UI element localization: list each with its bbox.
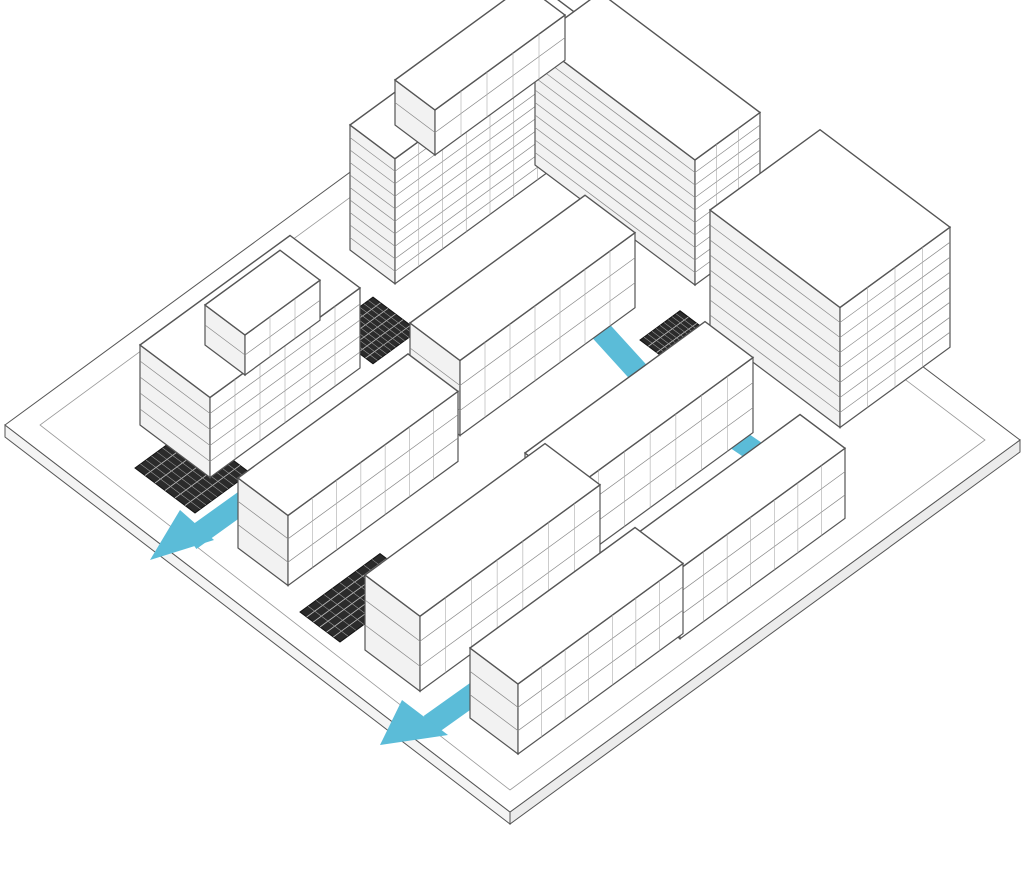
building-roof: [393, 0, 567, 111]
buildings: [138, 0, 952, 756]
floor-line: [709, 314, 951, 413]
building-roof: [708, 128, 952, 309]
row-building: [363, 442, 602, 693]
floor-line: [394, 37, 566, 133]
floor-line: [709, 284, 951, 383]
row-building: [468, 526, 685, 756]
row-building: [236, 353, 460, 587]
building-roof: [468, 526, 685, 685]
l-shaped-tower: [393, 0, 567, 157]
parking-stall-line: [368, 300, 414, 335]
building-roof: [408, 194, 637, 362]
arrow-head-bottom: [380, 700, 448, 745]
building-roof: [363, 442, 602, 618]
parking-stall-line: [156, 451, 218, 498]
floor-line: [349, 107, 586, 247]
parking-stall-line: [363, 303, 410, 338]
left-tower: [203, 249, 322, 377]
parking-stall-line: [151, 455, 212, 502]
arrow-head-left: [150, 510, 214, 560]
building-roof: [203, 249, 322, 336]
right-tower: [708, 128, 952, 429]
parking-stall-line: [162, 447, 223, 494]
parking-stall-line: [307, 605, 349, 637]
building-roof: [533, 0, 762, 161]
floor-line: [349, 57, 586, 197]
building-roof: [236, 353, 460, 517]
floor-line: [469, 609, 684, 732]
floor-line: [349, 94, 586, 235]
floor-line: [709, 254, 951, 353]
floor-line: [709, 269, 951, 368]
floor-line: [349, 119, 586, 260]
parking-stall-line: [140, 463, 201, 510]
floor-line: [237, 437, 459, 563]
parking-stall-line: [354, 310, 401, 345]
floor-line: [364, 509, 601, 642]
parking-area: [134, 427, 251, 514]
floor-line: [709, 224, 951, 323]
parking-stall-line: [359, 306, 405, 341]
floor-line: [709, 239, 951, 338]
parking-stall-line: [145, 459, 207, 506]
floor-line: [709, 299, 951, 398]
floor-line: [469, 586, 684, 708]
parking-stall-line: [323, 594, 365, 625]
floor-line: [349, 69, 586, 210]
floor-line: [237, 414, 459, 540]
floor-line: [349, 82, 586, 222]
floor-line: [409, 257, 636, 386]
parking-stall-line: [315, 600, 357, 631]
floor-line: [364, 534, 601, 667]
floor-line: [349, 132, 586, 272]
